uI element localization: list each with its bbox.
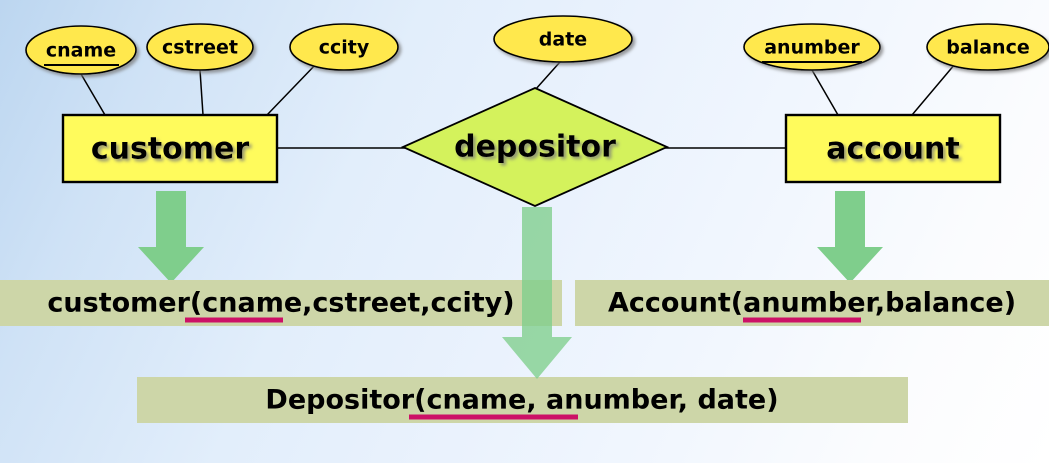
entity-account-label: account [826,132,959,167]
entity-account[interactable]: account [784,113,1002,184]
ellipse-shape [493,15,633,63]
ellipse-shape [146,23,254,71]
schema-depositor-content: Depositor(cname, anumber, date) [265,385,779,420]
connector-ccity-customer [265,61,319,117]
attribute-date[interactable]: date [493,15,633,63]
ellipse-shape [25,25,137,75]
connector-anumber-account [811,69,839,116]
ellipse-shape [743,23,881,71]
relationship-depositor[interactable]: depositor [400,87,670,207]
attribute-cname[interactable]: cname [25,25,137,75]
relationship-depositor-label: depositor [454,130,616,165]
attribute-anumber[interactable]: anumber [743,23,881,71]
attribute-ccity[interactable]: ccity [289,23,399,71]
arrow-customer-to-schema [138,191,204,283]
entity-box-rect [784,113,1002,184]
attribute-date-label: date [539,29,587,51]
entity-box-rect [61,113,279,184]
attribute-cname-label: cname [46,40,116,62]
attribute-balance-label: balance [946,37,1029,59]
attribute-anumber-label: anumber [764,37,860,59]
arrow-shape [138,191,204,283]
connector-cstreet-customer [199,69,204,116]
schema-account-text: Account(anumber,balance) [608,288,1016,319]
entity-customer-label: customer [91,132,250,167]
connector-cname-customer [80,73,106,116]
attribute-cstreet-label: cstreet [162,37,238,59]
ellipse-shape [289,23,399,71]
connector-date-depositor [534,61,561,91]
attribute-cstreet[interactable]: cstreet [146,23,254,71]
schema-account-content: Account(anumber,balance) [608,288,1016,323]
schema-customer-content: customer(cname,cstreet,ccity) [47,288,515,323]
connector-lines [80,61,956,149]
diamond-shape [400,87,670,207]
arrow-account-to-schema [817,191,883,283]
connector-balance-account [911,63,956,116]
attribute-ccity-label: ccity [319,37,370,59]
ellipse-shape [926,23,1049,71]
schema-customer-text: customer(cname,cstreet,ccity) [47,288,514,319]
arrow-shape [817,191,883,283]
arrow-shape [502,207,572,379]
arrow-depositor-to-schema [502,207,572,379]
schema-depositor-text: Depositor(cname, anumber, date) [265,385,778,416]
entity-customer[interactable]: customer [61,113,279,184]
attribute-balance[interactable]: balance [926,23,1049,71]
